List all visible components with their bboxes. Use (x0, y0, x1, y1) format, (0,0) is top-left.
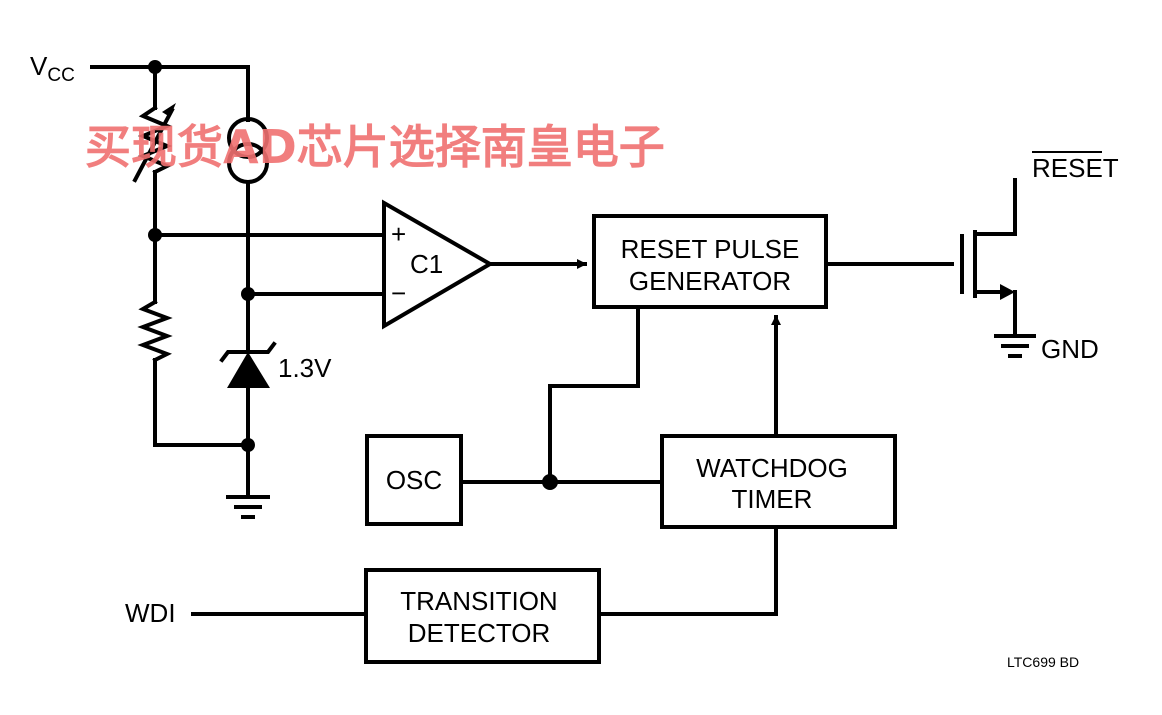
variable-resistor (132, 65, 176, 237)
reset-pulse-label-line1: RESET PULSE (621, 234, 800, 264)
gnd-label: GND (1041, 334, 1099, 364)
reset-output-label: RESET (1032, 153, 1119, 183)
comparator-label: C1 (410, 249, 443, 279)
vcc-label: VCC (30, 51, 75, 86)
watchdog-label-line1: WATCHDOG (696, 453, 848, 483)
osc-label: OSC (386, 465, 442, 495)
transition-detector-block (364, 568, 601, 664)
current-source (227, 117, 269, 296)
transition-label-line1: TRANSITION (400, 586, 557, 616)
wdi-label: WDI (125, 598, 176, 628)
zener-diode (219, 292, 277, 497)
transition-to-watchdog-wire (597, 525, 778, 616)
watermark-text: 买现货AD芯片选择南皇电子 (85, 120, 665, 174)
part-reference-label: LTC699 BD (1007, 654, 1079, 670)
osc-block (365, 434, 463, 526)
plus-input-wire (148, 228, 385, 242)
comparator-c1 (382, 199, 494, 330)
ground-symbol-left (226, 495, 270, 519)
watchdog-timer-block (660, 434, 897, 529)
ground-symbol-right (994, 334, 1036, 358)
reset-pulse-label-line2: GENERATOR (629, 266, 791, 296)
watchdog-label-line2: TIMER (732, 484, 813, 514)
minus-input-wire (241, 287, 385, 301)
comparator-minus-sign: − (391, 278, 406, 308)
fixed-resistor (137, 233, 250, 447)
output-mosfet (960, 178, 1017, 336)
transition-label-line2: DETECTOR (408, 618, 551, 648)
reset-pulse-generator-block (592, 214, 828, 309)
zener-voltage-label: 1.3V (278, 353, 332, 383)
osc-output-wires (459, 306, 664, 490)
comparator-plus-sign: + (391, 219, 406, 249)
